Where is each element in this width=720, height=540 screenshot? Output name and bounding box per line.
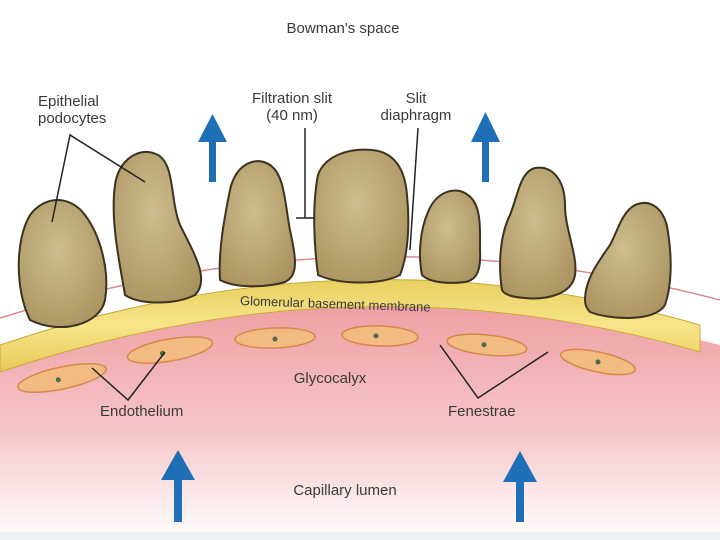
arrow-up-icon [198,114,227,182]
endothelial-cell [341,325,419,347]
slit-diaphragm-leader [409,127,419,251]
endothelial-cell [446,333,528,357]
endothelial-cell [560,348,636,376]
endothelial-cell [234,327,316,349]
podocyte-1 [17,199,108,328]
flow-arrows [161,112,537,522]
slit-diaphragm-line2: diaphragm [380,107,452,124]
epithelial-podocytes-line1: Epithelial [38,93,99,110]
podocyte-5 [419,189,482,284]
glycocalyx-label: Glycocalyx [293,370,367,387]
slit-diaphragm-label: Slit diaphragm [368,90,464,124]
podocyte-2 [112,150,203,304]
podocyte-3 [218,160,296,288]
podocyte-leader [51,133,146,223]
capillary-lumen-label: Capillary lumen [293,482,397,499]
endothelial-cells [17,325,636,394]
fenestrae-leader [439,344,549,400]
arrow-up-icon [161,450,195,522]
filtration-slit-line2: (40 nm) [266,107,318,124]
epithelial-podocytes-label: Epithelial podocytes [38,93,106,127]
podocyte-6 [499,166,577,300]
arrow-up-icon [503,451,537,522]
podocyte-7 [583,202,672,319]
slit-diaphragm-line1: Slit [405,90,427,107]
podocytes [17,148,672,328]
endothelial-cell [17,362,107,394]
filtration-slit-label: Filtration slit (40 nm) [240,90,344,124]
epithelial-podocytes-line2: podocytes [38,110,107,127]
podocyte-4 [313,148,410,284]
filtration-slit-line1: Filtration slit [251,90,333,107]
glomerular-basement-membrane [0,279,701,373]
arrow-up-icon [471,112,500,182]
bowmans-space-label: Bowman's space [286,20,400,37]
endothelium-leader [91,351,166,402]
leader-lines [51,127,549,402]
fenestrae-label: Fenestrae [448,403,516,420]
bottom-strip [0,532,720,540]
endothelium-label: Endothelium [100,403,184,420]
